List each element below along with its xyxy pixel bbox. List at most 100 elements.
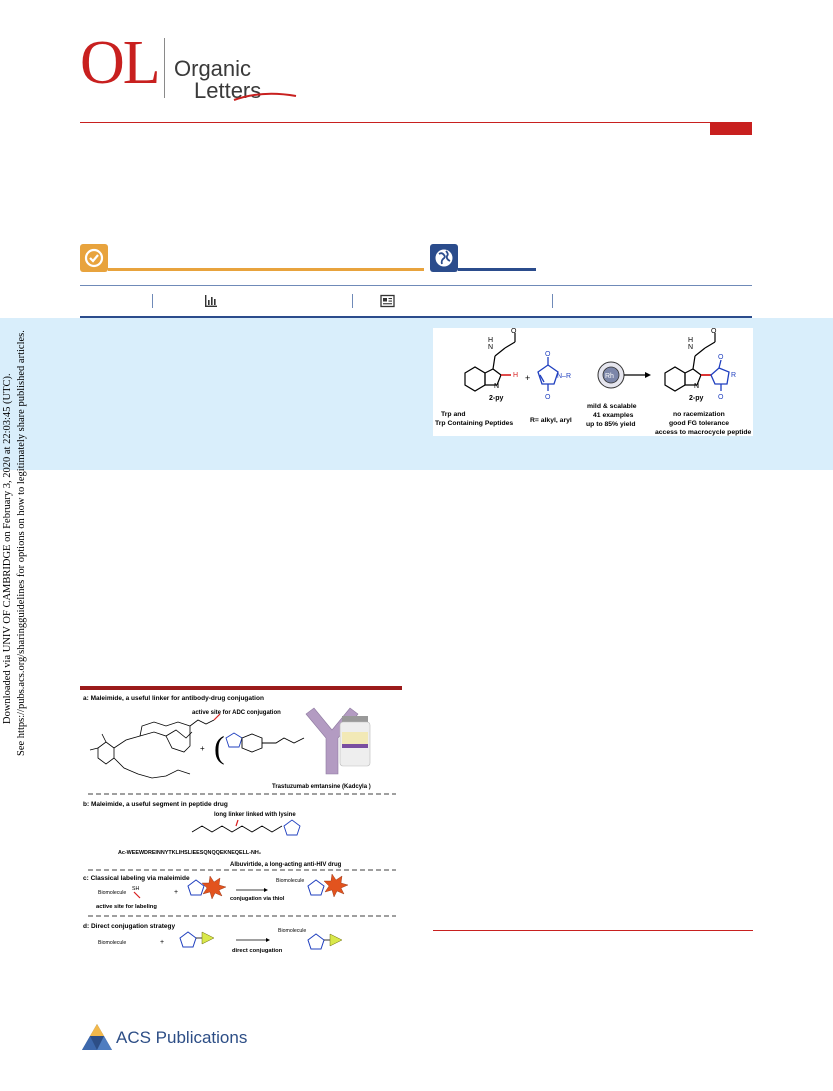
- figure-top-rule: [80, 686, 402, 690]
- maleimide-n-r: N–R: [557, 373, 571, 380]
- metrics-separator: [352, 294, 353, 308]
- panel-d-plus: +: [160, 939, 164, 946]
- product-py-label: 2-py: [689, 395, 704, 402]
- maleimide-o-bottom: O: [545, 394, 551, 401]
- reaction-arrowhead: [645, 372, 651, 378]
- catalyst-label: Rh: [605, 373, 614, 380]
- metrics-bar-bottom: [80, 316, 752, 318]
- panel-c-arrowhead: [264, 888, 268, 892]
- panel-c-biomolecule: Biomolecule: [98, 890, 126, 896]
- toc-nh-label: H: [488, 337, 493, 344]
- journal-name-line1: Organic: [174, 56, 252, 81]
- bar-chart-icon[interactable]: [204, 294, 218, 308]
- albuvirtide-linker: [191, 819, 301, 836]
- panel-c-sh: SH: [132, 886, 139, 892]
- product-structure: [664, 333, 730, 392]
- footnote-rule: [433, 930, 753, 931]
- toc-plus: +: [525, 373, 530, 383]
- catalyst-core: [602, 366, 620, 384]
- panel-a-title: a: Maleimide, a useful linker for antibo…: [83, 695, 264, 702]
- product-feature-3: access to macrocycle peptide: [655, 429, 752, 436]
- panel-d-title: d: Direct conjugation strategy: [83, 923, 175, 930]
- condition-3: up to 85% yield: [586, 421, 635, 428]
- product-o-top: O: [718, 354, 724, 361]
- toc-o-label: O: [511, 328, 517, 335]
- download-stamp-line2: See https://pubs.acs.org/sharingguidelin…: [16, 330, 27, 756]
- toc-graphic: H N O H N 2-py Trp and Trp Containing Pe…: [433, 328, 753, 436]
- product-h-label: H: [688, 337, 693, 344]
- header-tab: [710, 123, 752, 135]
- condition-1: mild & scalable: [587, 403, 637, 410]
- panel-a-bracket: (: [214, 729, 225, 765]
- panel-a-drug: Trastuzumab emtansine (Kadcyla ): [272, 784, 371, 790]
- maleimide-o-top: O: [545, 351, 551, 358]
- product-feature-1: no racemization: [673, 411, 725, 418]
- product-o-label: O: [711, 328, 717, 335]
- toc-r-label: R= alkyl, aryl: [530, 417, 572, 424]
- panel-d-tag: [201, 931, 215, 945]
- kadcyla-vial: [339, 716, 371, 767]
- panel-c-plus: +: [174, 889, 178, 896]
- globe-icon: [435, 249, 453, 267]
- maleimide-structure: [537, 357, 559, 391]
- publisher-name[interactable]: ACS Publications: [116, 1028, 248, 1047]
- panel-b-drug: Albuvirtide, a long-acting anti-HIV drug: [230, 862, 342, 868]
- logo-swoosh: [233, 92, 297, 101]
- panel-b-sequence: Ac-WEEWDREINNYTKLIHSLIEESQNQQEKNEQELL-NH…: [118, 850, 262, 856]
- panel-c-note: active site for labeling: [96, 904, 157, 910]
- toc-n-label: N: [488, 344, 493, 351]
- panel-b-title: b: Maleimide, a useful segment in peptid…: [83, 801, 228, 808]
- globe-badge[interactable]: [430, 244, 458, 272]
- globe-rule: [458, 268, 536, 271]
- toc-n-label: N: [494, 383, 499, 390]
- product-n-label: N: [688, 344, 693, 351]
- trp-reactant-structure: [464, 333, 516, 392]
- check-circle-icon: [84, 248, 104, 268]
- toc-h-label: H: [513, 372, 518, 379]
- panel-c-arrow-label: conjugation via thiol: [230, 896, 285, 902]
- panel-d-product-tag: [329, 933, 343, 947]
- metrics-separator: [552, 294, 553, 308]
- panel-c-product: Biomolecule: [276, 878, 304, 884]
- open-access-rule: [108, 268, 424, 271]
- active-site-arrow: [213, 713, 221, 721]
- panel-c-product-burst: [323, 873, 349, 898]
- panel-d-arrowhead: [266, 938, 270, 942]
- smcc-linker: [225, 732, 305, 753]
- journal-mark: OL: [80, 29, 161, 97]
- download-stamp-line1: Downloaded via UNIV OF CAMBRIDGE on Febr…: [2, 373, 13, 724]
- metrics-bar-top: [80, 285, 752, 286]
- newspaper-icon[interactable]: [380, 294, 395, 308]
- product-r-label: R: [731, 372, 736, 379]
- panel-c-title: c: Classical labeling via maleimide: [83, 875, 190, 882]
- acs-logo-icon[interactable]: [80, 1022, 114, 1052]
- panel-b-note: long linker linked with lysine: [214, 812, 296, 818]
- panel-c-product-maleimide: [307, 879, 325, 896]
- panel-d-biomolecule: Biomolecule: [98, 940, 126, 946]
- condition-2: 41 examples: [593, 412, 634, 419]
- panel-d-product: Biomolecule: [278, 928, 306, 934]
- metrics-separator: [152, 294, 153, 308]
- figure-1: a: Maleimide, a useful linker for antibo…: [80, 686, 402, 966]
- open-access-badge[interactable]: [80, 244, 108, 272]
- toc-py-label: 2-py: [489, 395, 504, 402]
- panel-a-plus: +: [200, 744, 205, 753]
- panel-d-product-maleimide: [307, 933, 325, 950]
- product-feature-2: good FG tolerance: [669, 420, 729, 427]
- toc-reactant-label-2: Trp Containing Peptides: [435, 420, 513, 427]
- panel-c-maleimide: [187, 879, 205, 896]
- panel-c-label-burst: [201, 875, 227, 900]
- figure-1-graphic: a: Maleimide, a useful linker for antibo…: [83, 695, 396, 954]
- logo-divider: [164, 38, 165, 98]
- download-stamp: Downloaded via UNIV OF CAMBRIDGE on Febr…: [2, 318, 32, 756]
- toc-scheme: H N O H N 2-py Trp and Trp Containing Pe…: [435, 328, 752, 436]
- header-rule: [80, 122, 752, 123]
- product-n-atom: N: [694, 383, 699, 390]
- maytansine-structure: [89, 719, 215, 779]
- panel-a-note: active site for ADC conjugation: [192, 710, 281, 716]
- lysine-marker: [235, 819, 239, 827]
- panel-c-site-arrow: [133, 891, 141, 899]
- toc-reactant-label-1: Trp and: [441, 411, 466, 418]
- panel-d-arrow-label: direct conjugation: [232, 948, 283, 954]
- journal-name-line2: Letters: [194, 78, 262, 103]
